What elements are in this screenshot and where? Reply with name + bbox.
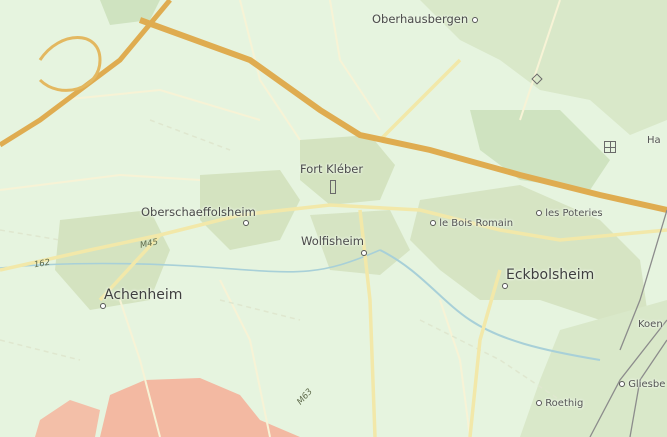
wood-east [470, 110, 610, 190]
place-label-le-bois-romain[interactable]: le Bois Romain [430, 219, 513, 229]
place-dot-icon [536, 210, 542, 216]
area-oberhausbergen [420, 0, 667, 135]
place-label-oberschaeffolsheim[interactable]: Oberschaeffolsheim [141, 205, 256, 219]
industrial-zone [100, 378, 300, 437]
fort-marker-icon[interactable] [330, 180, 336, 194]
place-dot-icon [471, 16, 478, 23]
water-stream-2 [0, 249, 381, 273]
area-south-east [520, 300, 667, 437]
place-dot-icon [361, 250, 367, 256]
place-label-les-poteries[interactable]: les Poteries [536, 209, 603, 219]
motorway [0, 0, 667, 213]
primary-roads [0, 58, 667, 437]
place-dot-icon [536, 400, 542, 406]
place-label-oberhausbergen[interactable]: Oberhausbergen [372, 13, 478, 26]
minor-roads [0, 0, 561, 437]
place-label-eckbolsheim[interactable]: Eckbolsheim [506, 267, 595, 283]
place-dot-icon [243, 220, 249, 226]
place-dot-icon [100, 303, 106, 309]
area-wolfisheim [310, 210, 410, 275]
place-dot-icon [619, 381, 625, 387]
place-dot-icon [430, 220, 436, 226]
place-label-koen[interactable]: Koen [638, 319, 663, 330]
area-fort-kleber [300, 135, 395, 205]
industrial-zone-2 [35, 400, 100, 437]
place-label-achenheim[interactable]: Achenheim [104, 287, 183, 303]
water-stream [379, 249, 601, 361]
railway [589, 209, 667, 437]
place-label-roethig[interactable]: Roethig [536, 399, 583, 409]
area-achenheim [55, 210, 170, 310]
dashed-tracks [0, 119, 561, 401]
place-label-gliesberg[interactable]: Gliesbe [619, 380, 665, 390]
place-label-wolfisheim[interactable]: Wolfisheim [301, 234, 364, 248]
place-label-fort-kleber[interactable]: Fort Kléber [300, 162, 364, 176]
area-oberschaeffolsheim [200, 170, 300, 250]
building-icon[interactable] [604, 141, 616, 153]
place-dot-icon [502, 283, 508, 289]
place-label-ha[interactable]: Ha [647, 135, 661, 146]
